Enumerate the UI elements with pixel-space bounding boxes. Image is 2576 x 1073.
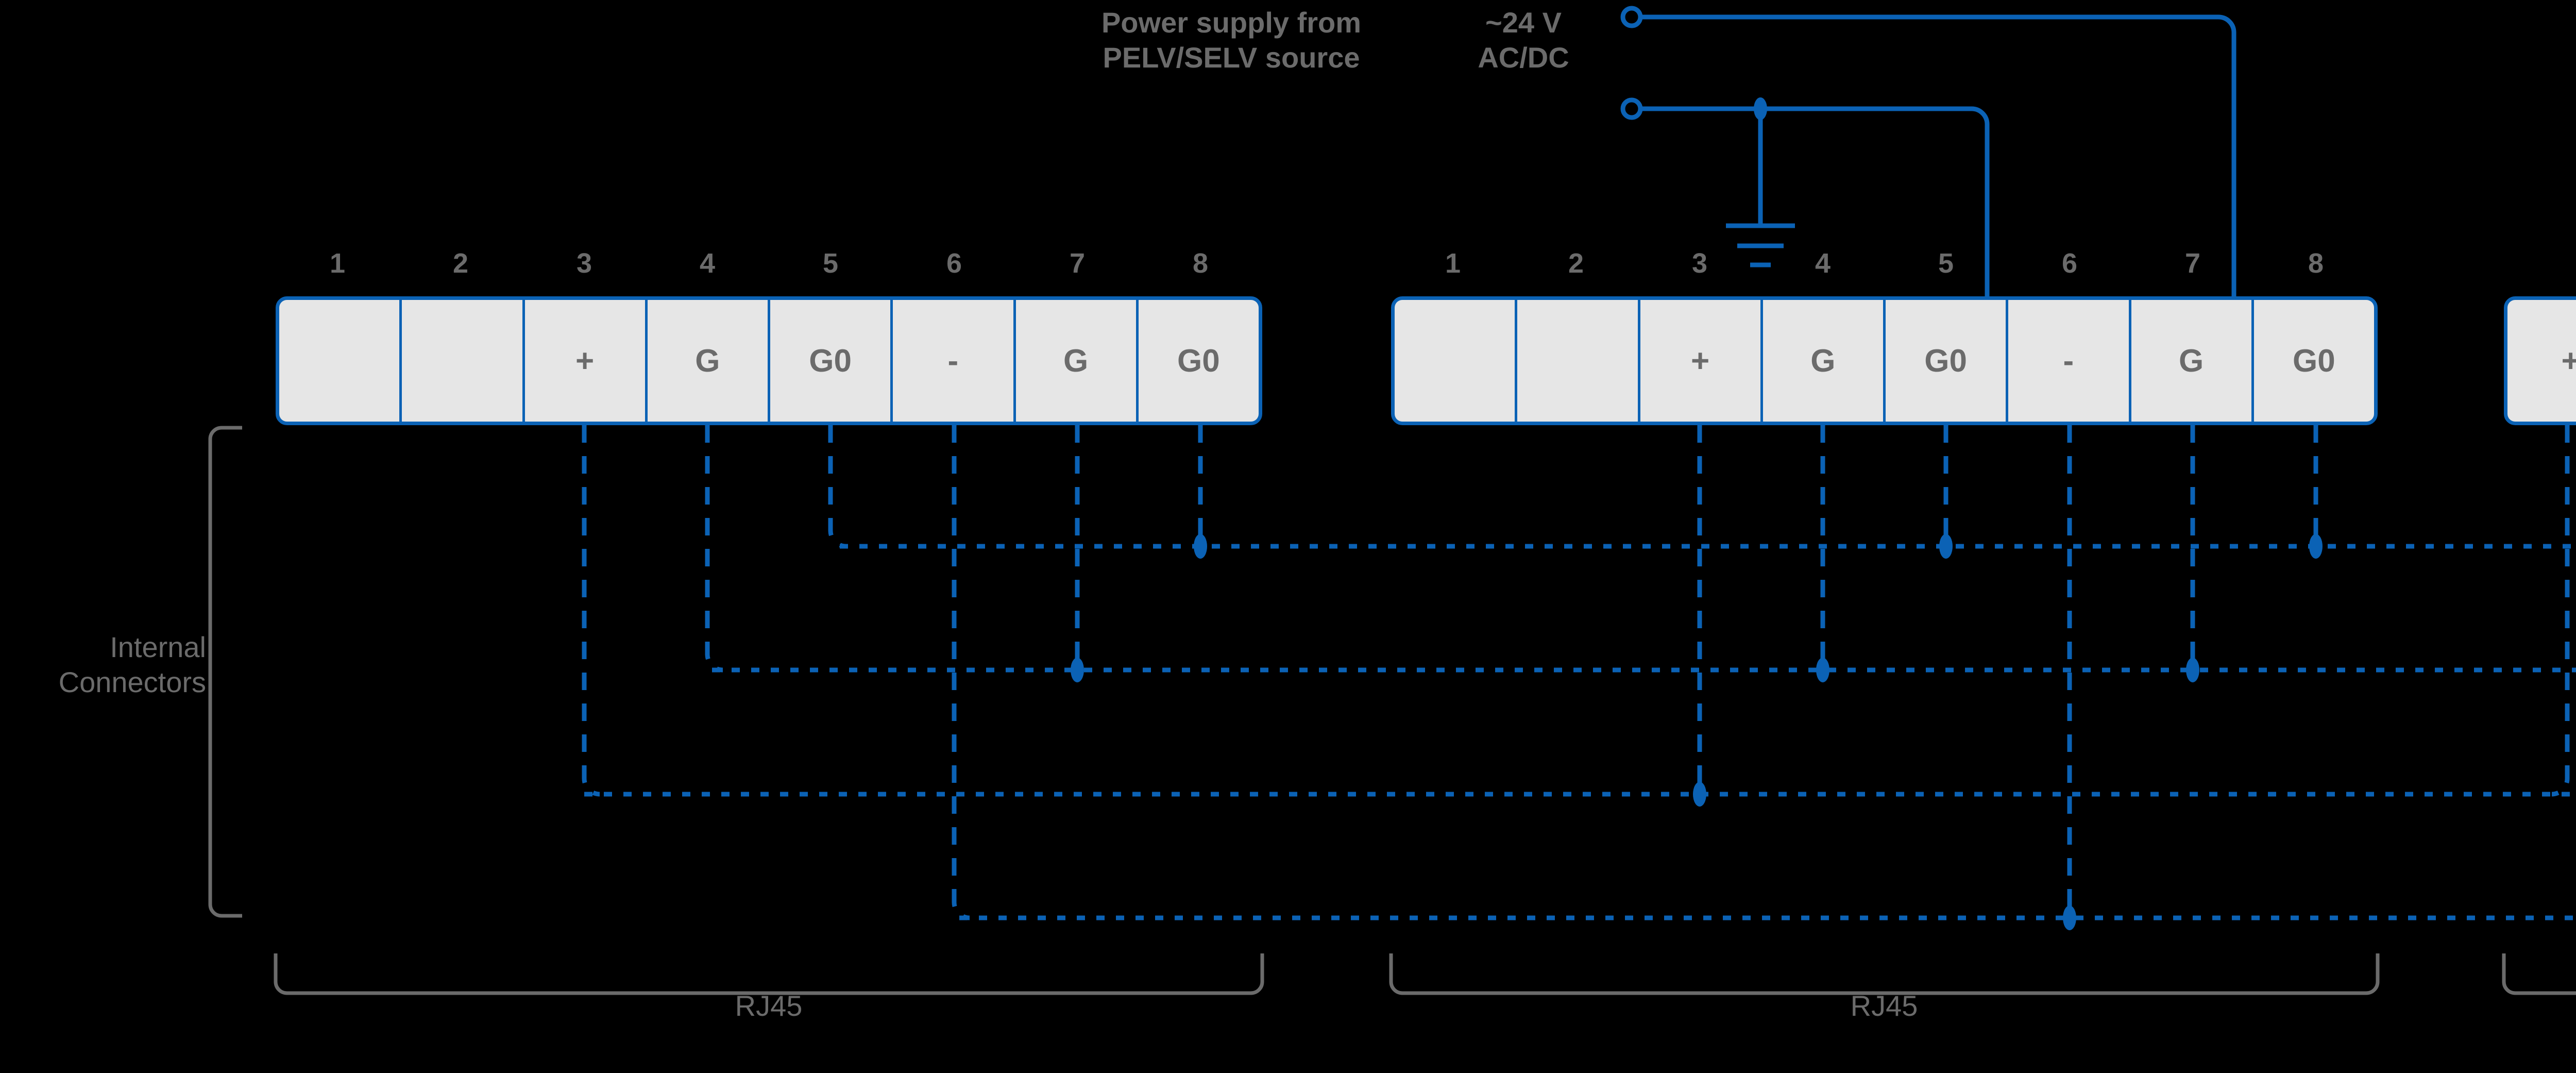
earth-ground-icon bbox=[1726, 223, 1795, 267]
power-supply-rating-label: ~24 V AC/DC bbox=[1431, 5, 1616, 76]
power-supply-rating-line2: AC/DC bbox=[1478, 41, 1569, 74]
power-supply-source-line2: PELV/SELV source bbox=[1103, 41, 1360, 74]
pin-number-rj45-1-6: 6 bbox=[946, 248, 962, 279]
supply-terminal-ground-ring[interactable] bbox=[1620, 97, 1643, 120]
pin-number-rj45-1-8: 8 bbox=[1192, 248, 1209, 279]
pin-number-rj45-2-2: 2 bbox=[1568, 248, 1584, 279]
pin-cell-rj45-2-3[interactable]: + bbox=[1640, 300, 1763, 422]
internal-connectors-line1: Internal bbox=[110, 631, 206, 663]
pin-number-rj45-2-6: 6 bbox=[2061, 248, 2078, 279]
pin-number-rj45-1-4: 4 bbox=[699, 248, 716, 279]
pin-cell-rj45-1-4[interactable]: G bbox=[647, 300, 770, 422]
pin-cell-rj45-1-2[interactable] bbox=[402, 300, 525, 422]
supply-wire-positive bbox=[1640, 14, 2236, 296]
wire-rj45-1-pin3-to-plusbus bbox=[582, 425, 600, 797]
pin-number-rj45-1-7: 7 bbox=[1069, 248, 1086, 279]
junction-dot-g0-rj45-2-pin5 bbox=[1939, 534, 1953, 559]
power-supply-source-line1: Power supply from bbox=[1101, 6, 1362, 39]
pin-cell-rj45-2-6[interactable]: - bbox=[2008, 300, 2131, 422]
internal-connectors-line2: Connectors bbox=[58, 666, 206, 699]
pin-number-rj45-1-3: 3 bbox=[576, 248, 592, 279]
junction-dot-g-rj45-2-pin7 bbox=[2186, 658, 2199, 682]
power-supply-rating-line1: ~24 V bbox=[1485, 6, 1562, 39]
pin-number-rj45-1-5: 5 bbox=[822, 248, 839, 279]
pin-cell-rj45-2-4[interactable]: G bbox=[1762, 300, 1886, 422]
pin-cell-rj45-1-7[interactable]: G bbox=[1015, 300, 1139, 422]
connector-block-screw-terminal[interactable]: + - G0 G bbox=[2504, 296, 2576, 425]
pin-cell-rj45-2-5[interactable]: G0 bbox=[1886, 300, 2009, 422]
pin-number-rj45-2-4: 4 bbox=[1815, 248, 1831, 279]
junction-dot-g-rj45-2-pin4 bbox=[1816, 658, 1829, 682]
pin-number-rj45-2-8: 8 bbox=[2308, 248, 2324, 279]
wire-rj45-1-pin4-to-gbus bbox=[705, 425, 723, 673]
pin-cell-screw-1[interactable]: + bbox=[2507, 300, 2576, 422]
bracket-internal-connectors bbox=[208, 426, 242, 918]
pin-cell-rj45-1-3[interactable]: + bbox=[524, 300, 648, 422]
pin-cell-rj45-1-5[interactable]: G0 bbox=[770, 300, 893, 422]
junction-dot-g-rj45-1-pin7 bbox=[1071, 658, 1084, 682]
bracket-rj45-2 bbox=[1389, 953, 2380, 995]
supply-terminal-positive-ring[interactable] bbox=[1620, 6, 1643, 28]
bracket-screw-terminal bbox=[2502, 953, 2576, 995]
pin-cell-rj45-1-6[interactable]: - bbox=[893, 300, 1016, 422]
wire-screw-plus-to-plusbus bbox=[2551, 425, 2570, 797]
pin-cell-rj45-2-7[interactable]: G bbox=[2131, 300, 2254, 422]
pin-number-rj45-1-1: 1 bbox=[329, 248, 346, 279]
junction-dot-g0-rj45-1-pin8 bbox=[1194, 534, 1207, 559]
pin-number-rj45-2-7: 7 bbox=[2184, 248, 2201, 279]
connector-block-rj45-1[interactable]: + G G0 - G G0 bbox=[276, 296, 1262, 425]
supply-wire-ground bbox=[1640, 106, 1990, 296]
pin-cell-rj45-2-1[interactable] bbox=[1395, 300, 1518, 422]
pin-number-rj45-2-3: 3 bbox=[1691, 248, 1708, 279]
pin-number-rj45-2-5: 5 bbox=[1938, 248, 1954, 279]
power-supply-source-label: Power supply from PELV/SELV source bbox=[1036, 5, 1427, 76]
pin-number-rj45-1-2: 2 bbox=[452, 248, 469, 279]
wire-rj45-1-pin5-to-g0bus bbox=[828, 425, 846, 549]
pin-cell-rj45-2-8[interactable]: G0 bbox=[2253, 300, 2374, 422]
pin-cell-rj45-1-8[interactable]: G0 bbox=[1138, 300, 1259, 422]
bracket-rj45-1 bbox=[274, 953, 1264, 995]
connector-block-rj45-2[interactable]: + G G0 - G G0 bbox=[1391, 296, 2378, 425]
junction-dot-g0-rj45-2-pin8 bbox=[2309, 534, 2323, 559]
junction-dot-plus-rj45-2-pin3 bbox=[1693, 782, 1706, 807]
pin-cell-rj45-2-2[interactable] bbox=[1517, 300, 1640, 422]
pin-number-rj45-2-1: 1 bbox=[1445, 248, 1461, 279]
internal-connectors-label: Internal Connectors bbox=[0, 630, 206, 700]
pin-cell-rj45-1-1[interactable] bbox=[279, 300, 402, 422]
wire-rj45-1-pin6-to-minusbus bbox=[952, 425, 970, 920]
junction-dot-minus-rj45-2-pin6 bbox=[2063, 906, 2076, 930]
